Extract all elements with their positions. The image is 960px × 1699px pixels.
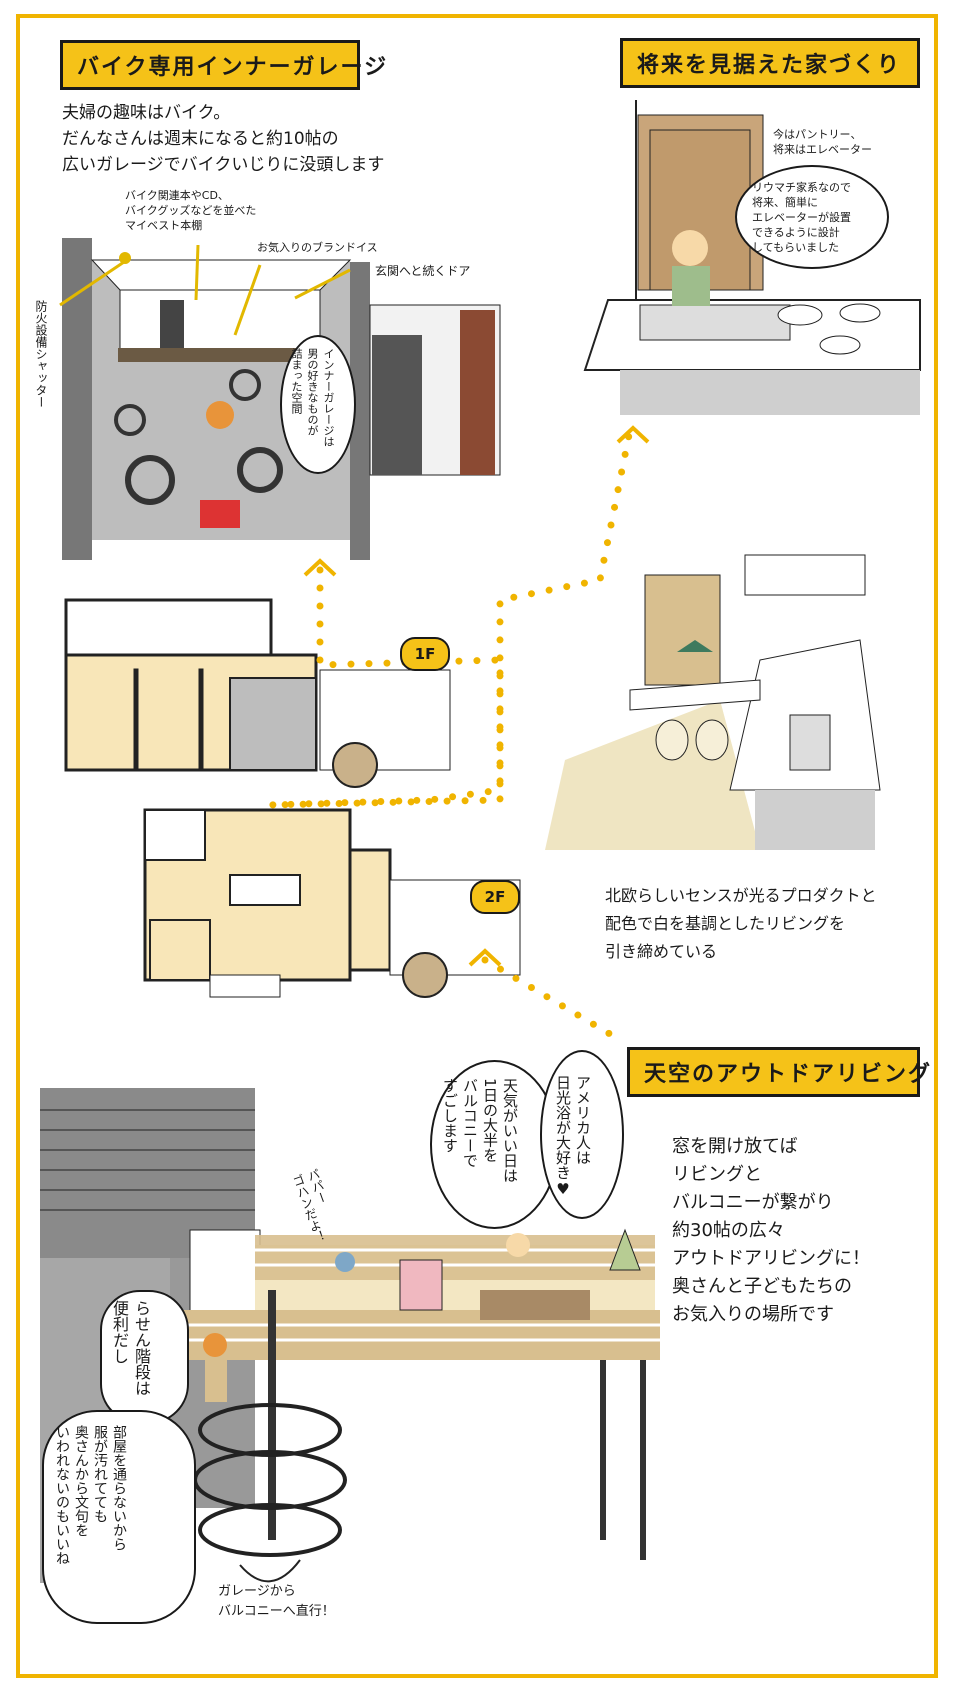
wife-bubble-text-a: アメリカ人は 日光浴が大好き♥ — [554, 1075, 592, 1198]
wife-bubble-text-b: 天気がいい日は 1日の大半を バルコニーで すごします — [441, 1078, 519, 1183]
garage-illustration — [59, 238, 501, 560]
floor-badge-1f: 1F — [400, 637, 450, 671]
floor-badge-2f: 2F — [470, 880, 520, 914]
dotted-path — [269, 426, 634, 809]
garage-label-shelf: バイク関連本やCD、 バイクグッズなどを並べた マイベスト本棚 — [125, 189, 257, 232]
outdoor-title: 天空のアウトドアリビング — [627, 1047, 930, 1097]
garage-speech-bubble — [280, 335, 356, 474]
arrow-note: ガレージから バルコニーへ直行！ — [218, 1584, 335, 1619]
garage-title: バイク専用インナーガレージ — [60, 40, 386, 90]
floorplan-1f — [64, 598, 451, 788]
garage-label-shutter: 防火設備シャッター — [34, 300, 48, 408]
future-note: 今はパントリー、 将来はエレベーター — [773, 128, 872, 156]
garage-label-chair: お気入りのブランドイス — [257, 241, 378, 254]
garage-bubble-text: インナーガレージは 男の好きなものが 詰まった空間 — [290, 348, 335, 447]
husband-bubble-text-b: 部屋を通らないから 服が汚れてても 奥さんから文句を いわれないのもいいね — [54, 1425, 127, 1565]
wife-speech-bubble-a — [540, 1050, 624, 1219]
wife-speech-bubble-b — [430, 1060, 559, 1229]
future-bubble-text: リウマチ家系なので 将来、簡単に エレベーターが設置 できるように設計 してもら… — [752, 181, 851, 254]
kitchen-illustration — [583, 100, 921, 415]
husband-speech-bubble-b — [42, 1410, 196, 1624]
living-caption: 北欧らしいセンスが光るプロダクトと 配色で白を基調としたリビングを 引き締めてい… — [605, 886, 877, 961]
living-illustration — [545, 554, 881, 850]
page-frame — [16, 14, 938, 1678]
future-title: 将来を見据えた家づくり — [620, 38, 920, 88]
garage-intro: 夫婦の趣味はバイク。 だんなさんは週末になると約10帖の 広いガレージでバイクい… — [62, 103, 385, 175]
floorplan-2f — [143, 808, 521, 998]
husband-bubble-text-a: らせん階段は 便利だし — [110, 1300, 151, 1396]
future-speech-bubble — [735, 165, 889, 269]
garage-label-door: 玄関へと続くドア — [375, 264, 471, 278]
outdoor-caption: 窓を開け放てば リビングと バルコニーが繋がり 約30帖の広々 アウトドアリビン… — [672, 1136, 870, 1325]
